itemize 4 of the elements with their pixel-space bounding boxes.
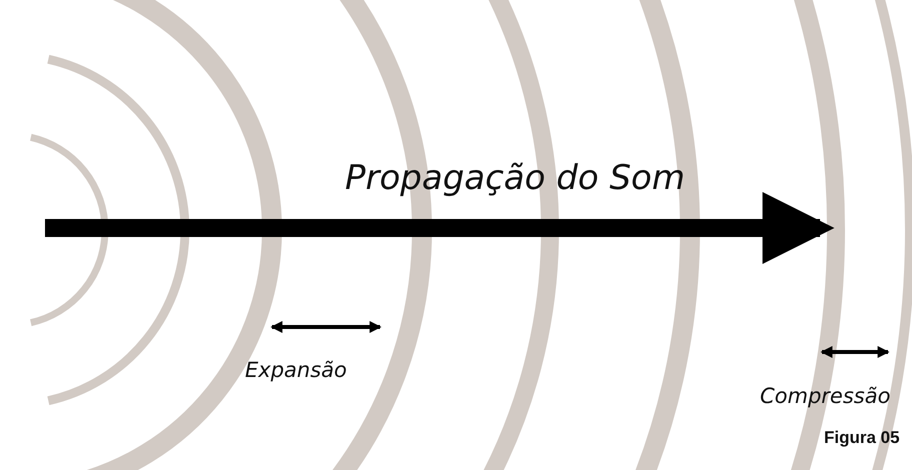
figure-caption: Figura 05 bbox=[824, 428, 900, 448]
propagation-label: Propagação do Som bbox=[345, 158, 685, 198]
compression-label: Compressão bbox=[760, 384, 890, 408]
expansion-label: Expansão bbox=[245, 358, 347, 382]
